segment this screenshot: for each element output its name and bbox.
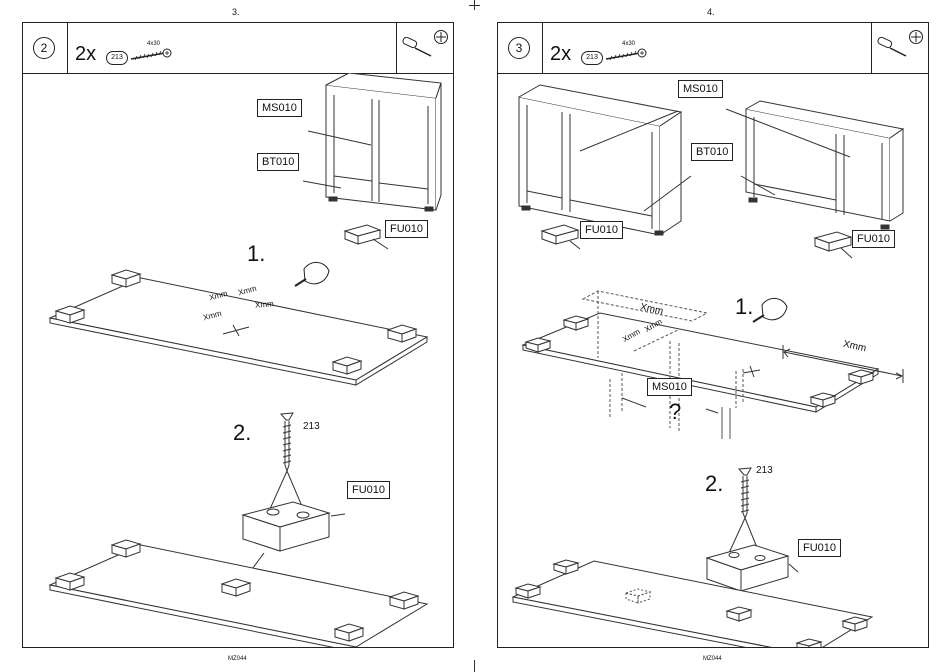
foot-pad-large	[243, 502, 329, 551]
step-header: 3 2x 213 4x30	[498, 23, 928, 74]
assembly-illustration-step-2	[23, 73, 453, 647]
bottom-fold-mark	[474, 660, 475, 672]
step-badge-cell: 3	[498, 23, 543, 73]
leader-fu-bottom	[331, 514, 345, 516]
leader-fu-bottom	[789, 564, 798, 572]
ghost-cabinet-legs	[722, 407, 730, 439]
foot-pad-large	[707, 545, 788, 591]
screw-quantity: 2x	[75, 43, 96, 66]
substep-1-label: 1.	[247, 241, 265, 267]
screw-drawing	[270, 413, 304, 511]
step-badge-cell: 2	[23, 23, 68, 73]
foot-pad-small	[345, 225, 380, 244]
glue-tube-icon	[295, 262, 329, 286]
substep-1-label: 1.	[735, 294, 753, 320]
screw-callout-number: 213	[303, 421, 320, 432]
phillips-head-icon	[433, 29, 449, 45]
question-mark: ?	[669, 399, 681, 425]
screw-quantity: 2x	[550, 43, 571, 66]
phillips-head-icon	[908, 29, 924, 45]
leader-fu-right	[841, 248, 852, 258]
step-number-badge: 2	[33, 37, 55, 59]
part-label-fu010-bottom: FU010	[347, 481, 390, 499]
tool-cell	[871, 23, 928, 73]
part-label-ms010: MS010	[678, 80, 723, 98]
part-label-fu010-right: FU010	[852, 230, 895, 248]
screw-part-id: 213	[581, 51, 603, 65]
xmm-label-4: Xmm	[255, 299, 274, 310]
substep-2-label: 2.	[705, 471, 723, 497]
instruction-panel-step-2: 2 2x 213 4x30	[22, 22, 454, 648]
cabinet-drawing	[326, 73, 441, 211]
page-number-left: 3.	[232, 7, 240, 17]
leader-fu-left	[570, 241, 580, 249]
page-number-right: 4.	[707, 7, 715, 17]
foot-pad-right	[815, 232, 851, 251]
footer-code-left: MZ044	[228, 656, 247, 662]
substep-2-label: 2.	[233, 420, 251, 446]
cabinet-right-drawing	[746, 101, 903, 229]
screw-drawing	[729, 468, 760, 555]
part-label-bt010: BT010	[691, 143, 733, 161]
glue-tube-icon	[753, 298, 787, 322]
part-label-ms010: MS010	[257, 99, 302, 117]
part-label-fu010-left: FU010	[580, 221, 623, 239]
screw-icon	[129, 47, 173, 63]
top-fold-cross	[469, 5, 480, 6]
leader-fu-top	[373, 239, 388, 249]
top-board-2	[50, 545, 427, 647]
screw-part-id: 213	[106, 51, 128, 65]
part-label-ms010-question: MS010	[647, 378, 692, 396]
part-label-fu010-bottom: FU010	[798, 539, 841, 557]
part-label-bt010: BT010	[257, 153, 299, 171]
instruction-panel-step-3: 3 2x 213 4x30	[497, 22, 929, 648]
tool-cell	[396, 23, 453, 73]
screw-callout-number: 213	[756, 465, 773, 476]
step-number-badge: 3	[508, 37, 530, 59]
part-label-fu010-top: FU010	[385, 220, 428, 238]
step-header: 2 2x 213 4x30	[23, 23, 453, 74]
cabinet-left-drawing	[519, 85, 681, 235]
foot-pad-left	[542, 225, 578, 244]
screw-icon	[604, 47, 648, 63]
footer-code-right: MZ044	[703, 656, 722, 662]
